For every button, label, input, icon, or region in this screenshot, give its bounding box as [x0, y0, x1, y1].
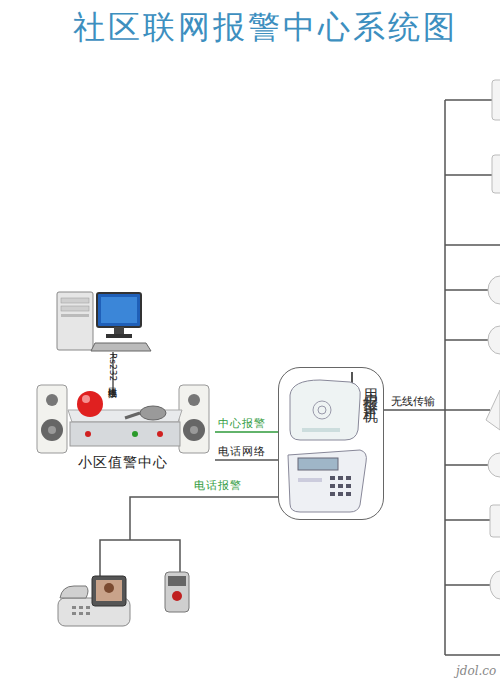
wireless-bus: [384, 100, 500, 655]
alarm-center-device: [37, 385, 209, 453]
watermark: jdol.co: [456, 664, 496, 678]
line-label: 无线传输: [391, 394, 435, 409]
node-label: 小区值警中心: [30, 454, 215, 472]
connector: [215, 431, 278, 433]
computer: [57, 292, 151, 351]
edge-label: 中心报警: [218, 416, 266, 431]
mobile-phone: [165, 572, 189, 612]
line-label: 电话报警: [194, 478, 242, 493]
detectors: [486, 80, 500, 599]
node-label: 用户报警主机: [361, 376, 380, 400]
cable-label: Rs232串口线连接: [106, 353, 119, 381]
video-phone: [58, 576, 130, 626]
connector: [215, 459, 278, 461]
edge-label: 电话网络: [218, 444, 266, 459]
alarm-center-node: 小区值警中心: [30, 382, 215, 474]
diagram-title: 社区联网报警中心系统图: [0, 6, 500, 50]
host-devices: [288, 372, 366, 512]
phone-wire: [100, 497, 278, 580]
host-group: 用户报警主机: [278, 367, 384, 520]
